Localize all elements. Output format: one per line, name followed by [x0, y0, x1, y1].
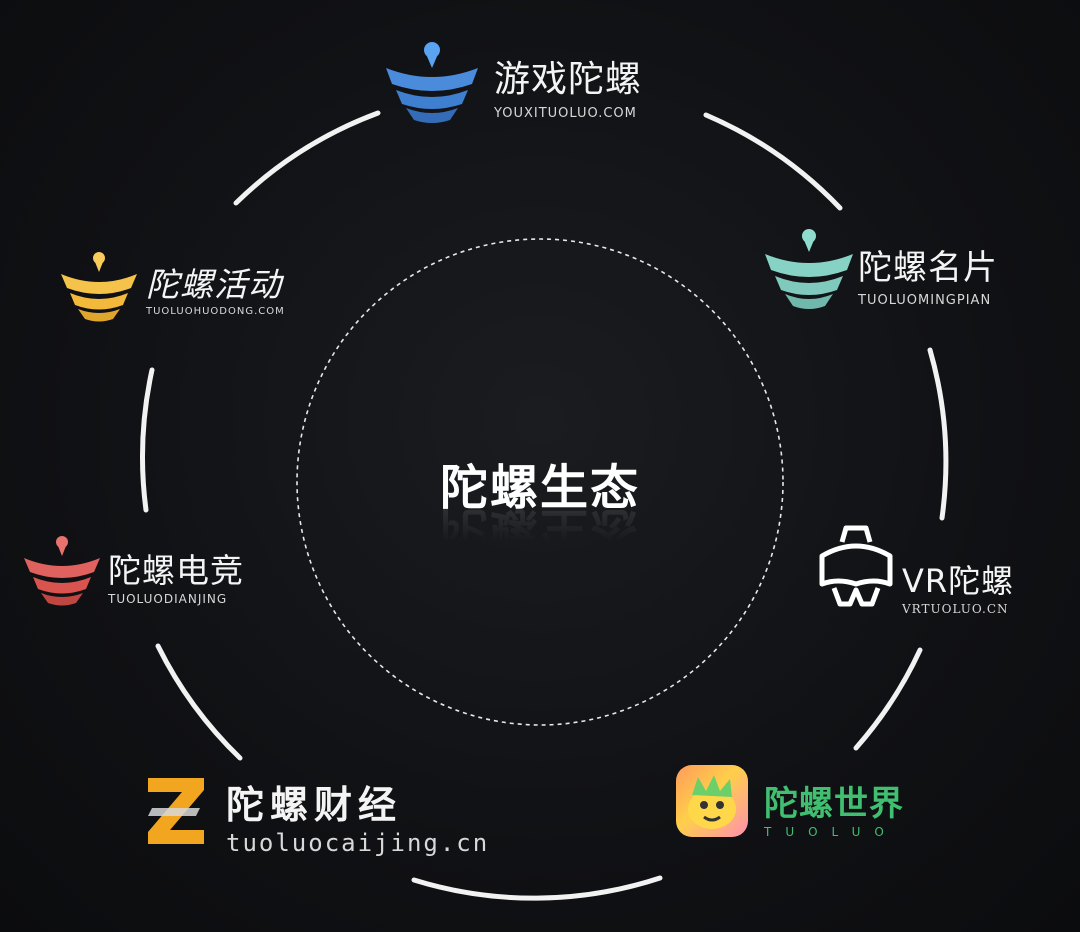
node-mingpian[interactable]: 陀螺名片 TUOLUOMINGPIAN	[858, 240, 998, 308]
node-caijing-title: 陀螺财经	[226, 783, 403, 827]
node-vr-sub: VRTUOLUO.CN	[902, 602, 1009, 616]
mingpian-logo-icon	[765, 229, 853, 309]
node-mingpian-title: 陀螺名片	[858, 248, 998, 288]
caijing-z-badge-icon	[148, 778, 204, 844]
ring-arc-bottom	[411, 875, 663, 901]
node-huodong[interactable]: 陀螺活动 TUOLUOHUODONG.COM	[146, 258, 285, 317]
ring-arc-top-left	[233, 110, 381, 206]
node-dianjing[interactable]: 陀螺电竞 TUOLUODIANJING	[108, 544, 244, 606]
huodong-logo-icon	[61, 252, 137, 322]
outer-ring	[140, 110, 949, 901]
node-caijing[interactable]: 陀螺财经 tuoluocaijing.cn	[226, 774, 489, 857]
node-caijing-sub: tuoluocaijing.cn	[226, 829, 490, 857]
center-title: 陀螺生态	[439, 460, 640, 516]
node-vr-name: 陀螺	[948, 562, 1015, 600]
shijie-app-icon	[676, 765, 748, 837]
node-youxi-title: 游戏陀螺	[494, 59, 643, 100]
ring-arc-bottom-right	[853, 647, 923, 751]
ring-arc-top-right	[703, 112, 843, 211]
inner-dashed-circle	[296, 238, 784, 726]
node-huodong-title: 陀螺活动	[146, 265, 282, 304]
node-shijie-sub: TUOLUO	[764, 825, 898, 839]
node-youxi-sub: YOUXITUOLUO.COM	[494, 106, 637, 121]
node-shijie[interactable]: 陀螺世界 TUOLUO	[764, 776, 904, 839]
node-mingpian-sub: TUOLUOMINGPIAN	[858, 293, 992, 308]
vr-headset-icon	[819, 525, 893, 607]
ring-arc-right	[927, 347, 949, 521]
node-vr[interactable]: VR陀螺 VRTUOLUO.CN	[902, 556, 1014, 616]
ring-arc-bottom-left	[155, 643, 243, 761]
youxi-logo-icon	[386, 42, 478, 123]
node-youxi[interactable]: 游戏陀螺 YOUXITUOLUO.COM	[494, 50, 642, 121]
dianjing-logo-icon	[24, 536, 100, 606]
node-shijie-title: 陀螺世界	[764, 784, 904, 824]
node-vr-prefix: VR	[902, 562, 949, 600]
node-vr-title: VR陀螺	[902, 556, 1014, 602]
node-dianjing-title: 陀螺电竞	[108, 551, 244, 590]
node-dianjing-sub: TUOLUODIANJING	[108, 592, 228, 606]
ring-arc-left	[140, 367, 155, 513]
node-huodong-sub: TUOLUOHUODONG.COM	[146, 306, 285, 317]
